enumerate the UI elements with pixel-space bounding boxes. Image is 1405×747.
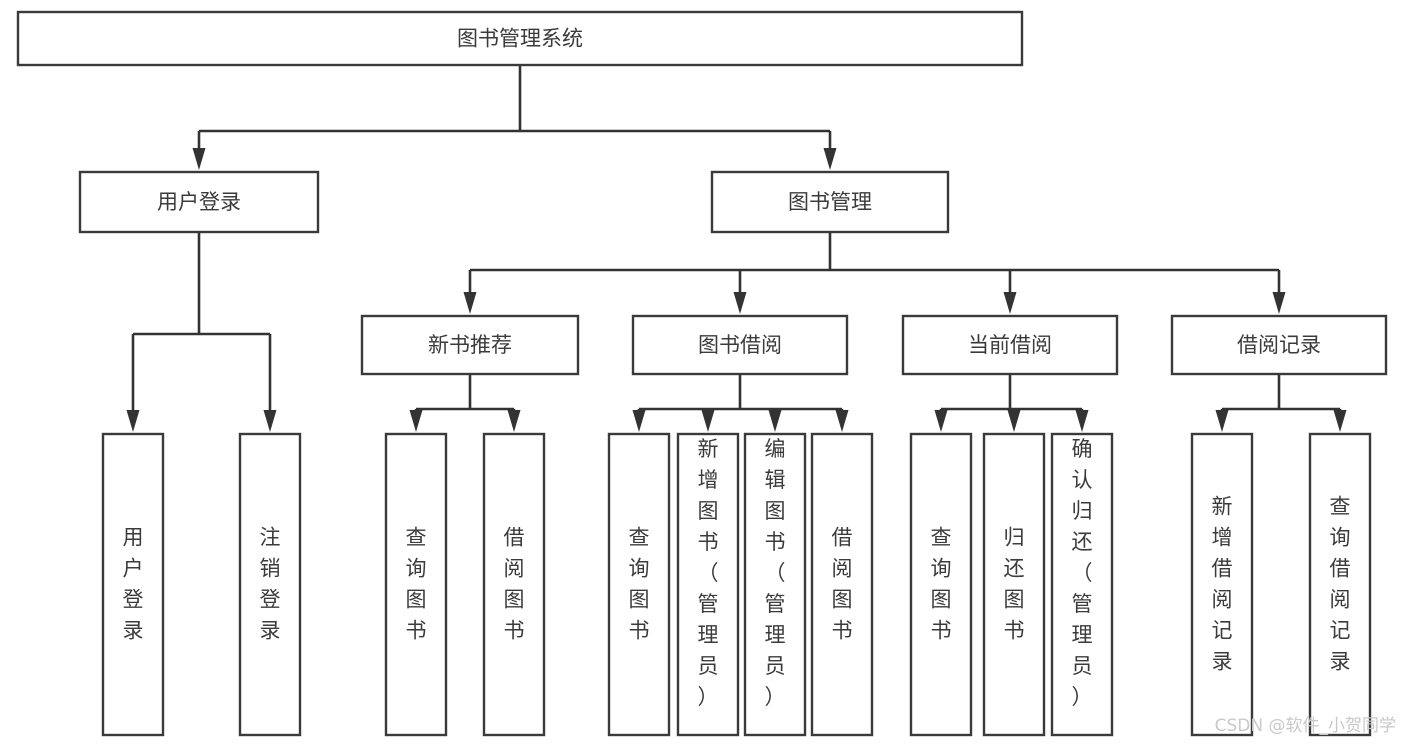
node-label: 当前借阅 <box>968 333 1052 357</box>
node-label: 借阅图书 <box>504 526 525 643</box>
node-label: 查询图书 <box>629 526 650 643</box>
arrow-head-icon <box>126 410 140 432</box>
node-box[interactable] <box>360 314 580 376</box>
connector-user-login-to-leaves <box>126 232 277 432</box>
node-box[interactable] <box>1308 432 1372 737</box>
node-layer: 图书管理系统用户登录图书管理新书推荐图书借阅当前借阅借阅记录用户登录注销登录查询… <box>16 10 1388 737</box>
connector-current-borrow-to-leaves <box>934 374 1089 432</box>
node-leaf-borrow-book-1[interactable]: 借阅图书 <box>482 432 546 737</box>
node-box[interactable] <box>743 432 807 737</box>
node-leaf-return-book[interactable]: 归还图书 <box>982 432 1046 737</box>
node-box[interactable] <box>607 432 671 737</box>
node-leaf-query-book-3[interactable]: 查询图书 <box>909 432 973 737</box>
node-box[interactable] <box>631 314 849 376</box>
connector-layer <box>126 65 1347 432</box>
node-leaf-query-borrow-record[interactable]: 查询借阅记录 <box>1308 432 1372 737</box>
node-borrow-record[interactable]: 借阅记录 <box>1170 314 1388 376</box>
node-box[interactable] <box>16 10 1024 67</box>
node-leaf-user-login[interactable]: 用户登录 <box>101 432 165 737</box>
connector-new-book-recommend-to-leaves <box>409 374 521 432</box>
arrow-head-icon <box>463 292 477 314</box>
connector-borrow-record-to-leaves <box>1215 374 1347 432</box>
node-box[interactable] <box>982 432 1046 737</box>
node-leaf-query-book-1[interactable]: 查询图书 <box>384 432 448 737</box>
node-new-book-recommend[interactable]: 新书推荐 <box>360 314 580 376</box>
node-label: 图书借阅 <box>698 333 782 357</box>
node-label: 归还图书 <box>1004 526 1025 643</box>
node-label: 查询借阅记录 <box>1330 495 1351 674</box>
connector-book-manage-to-level3 <box>463 232 1286 314</box>
node-label: 查询图书 <box>931 526 952 643</box>
arrow-head-icon <box>1003 292 1017 314</box>
node-leaf-borrow-book-2[interactable]: 借阅图书 <box>810 432 874 737</box>
node-box[interactable] <box>482 432 546 737</box>
node-box[interactable] <box>1170 314 1388 376</box>
arrow-head-icon <box>701 410 715 432</box>
node-box[interactable] <box>1050 432 1114 737</box>
node-box[interactable] <box>676 432 740 737</box>
arrow-head-icon <box>733 292 747 314</box>
node-label: 借阅图书 <box>832 526 853 643</box>
arrow-head-icon <box>409 410 423 432</box>
node-box[interactable] <box>909 432 973 737</box>
node-label: 借阅记录 <box>1237 333 1321 357</box>
arrow-head-icon <box>835 410 849 432</box>
node-current-borrow[interactable]: 当前借阅 <box>901 314 1119 376</box>
arrow-head-icon <box>507 410 521 432</box>
arrow-head-icon <box>263 410 277 432</box>
node-label: 编辑图书（管理员） <box>765 437 786 709</box>
arrow-head-icon <box>1215 410 1229 432</box>
node-leaf-logout-login[interactable]: 注销登录 <box>238 432 302 737</box>
arrow-head-icon <box>1333 410 1347 432</box>
node-label: 图书管理 <box>788 190 872 214</box>
arrow-head-icon <box>1075 410 1089 432</box>
node-label: 用户登录 <box>157 190 241 214</box>
arrow-head-icon <box>934 410 948 432</box>
watermark-label: CSDN @软件_小贺同学 <box>1215 716 1396 736</box>
connector-root-to-level2 <box>192 65 837 170</box>
node-label: 查询图书 <box>406 526 427 643</box>
node-label: 新增图书（管理员） <box>698 437 719 709</box>
node-label: 新书推荐 <box>428 333 512 357</box>
node-user-login[interactable]: 用户登录 <box>78 170 320 234</box>
arrow-head-icon <box>768 410 782 432</box>
node-leaf-edit-book-admin[interactable]: 编辑图书（管理员） <box>743 432 807 737</box>
node-box[interactable] <box>78 170 320 234</box>
node-box[interactable] <box>101 432 165 737</box>
node-book-borrow[interactable]: 图书借阅 <box>631 314 849 376</box>
arrow-head-icon <box>1272 292 1286 314</box>
arrow-head-icon <box>632 410 646 432</box>
node-box[interactable] <box>901 314 1119 376</box>
node-label: 用户登录 <box>123 526 144 643</box>
node-label: 注销登录 <box>260 526 281 643</box>
arrow-head-icon <box>1007 410 1021 432</box>
node-box[interactable] <box>384 432 448 737</box>
node-label: 新增借阅记录 <box>1212 495 1233 674</box>
arrow-head-icon <box>823 148 837 170</box>
arrow-head-icon <box>192 148 206 170</box>
node-box[interactable] <box>810 432 874 737</box>
node-leaf-confirm-return-admin[interactable]: 确认归还（管理员） <box>1050 432 1114 737</box>
connector-book-borrow-to-leaves <box>632 374 849 432</box>
node-root[interactable]: 图书管理系统 <box>16 10 1024 67</box>
node-leaf-add-book-admin[interactable]: 新增图书（管理员） <box>676 432 740 737</box>
node-box[interactable] <box>1190 432 1254 737</box>
node-label: 图书管理系统 <box>457 27 583 51</box>
node-box[interactable] <box>238 432 302 737</box>
node-book-manage[interactable]: 图书管理 <box>710 170 950 234</box>
node-label: 确认归还（管理员） <box>1072 437 1093 709</box>
node-leaf-add-borrow-record[interactable]: 新增借阅记录 <box>1190 432 1254 737</box>
node-leaf-query-book-2[interactable]: 查询图书 <box>607 432 671 737</box>
node-box[interactable] <box>710 170 950 234</box>
